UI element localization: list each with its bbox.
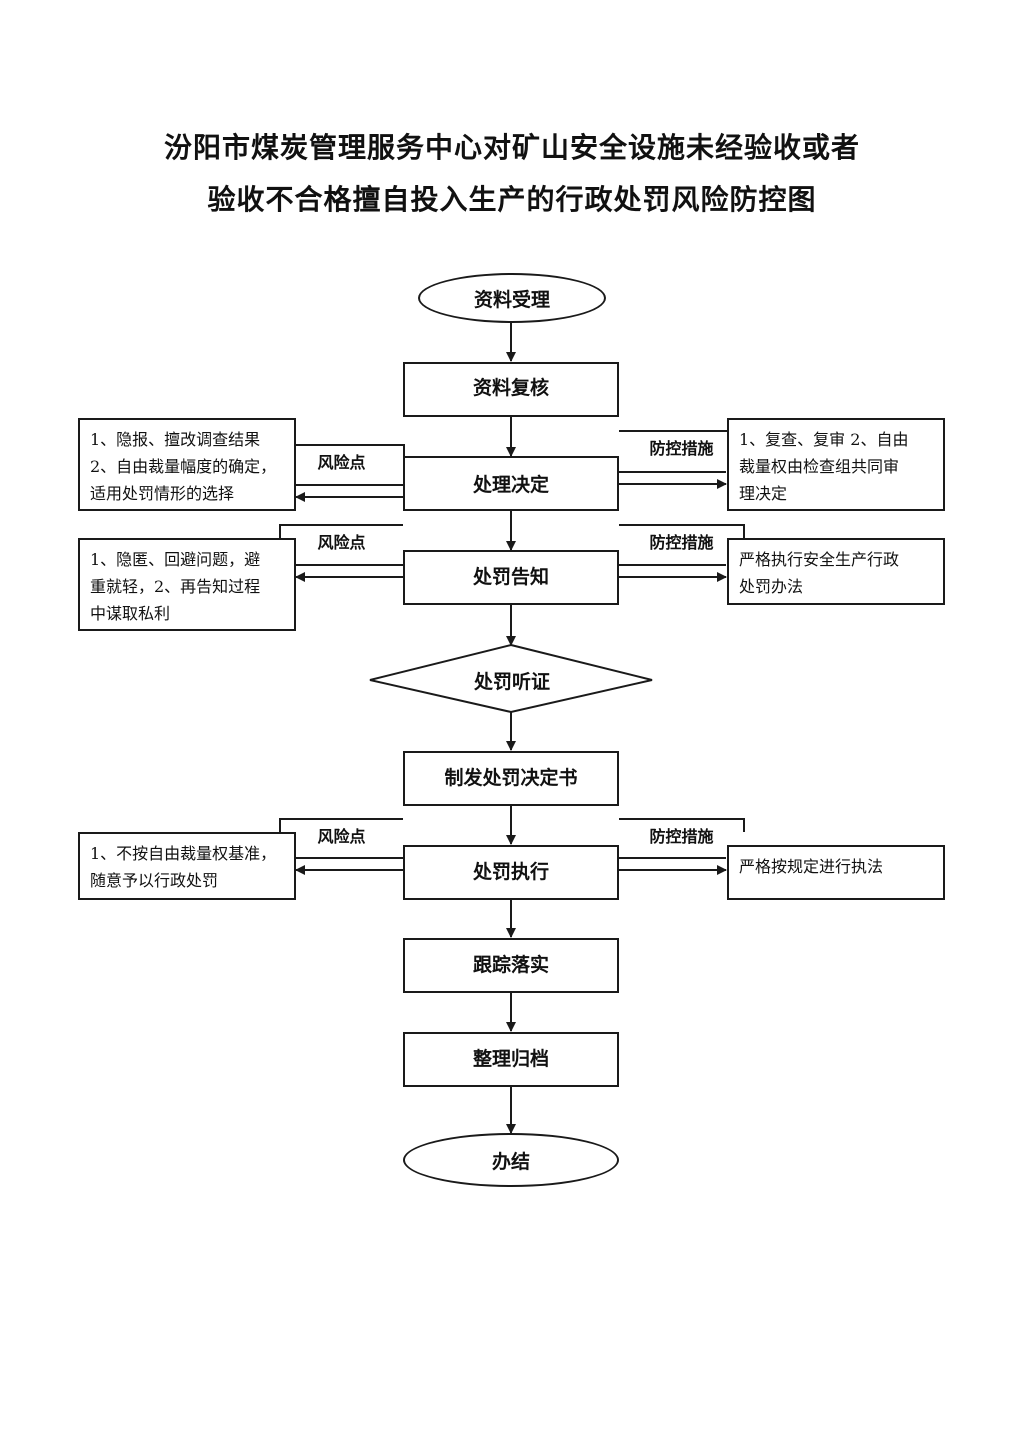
step-execute-label: 处罚执行 xyxy=(472,861,549,883)
control-execute-line-1: 严格按规定进行执法 xyxy=(739,857,884,876)
risk-decision-line-1: 1、隐报、擅改调查结果 xyxy=(90,430,261,449)
risk-notice-line-3: 中谋取私利 xyxy=(90,604,171,623)
control-notice-line-2: 处罚办法 xyxy=(739,577,804,596)
step-notice-label: 处罚告知 xyxy=(472,566,549,588)
control-tag-notice: 防控措施 xyxy=(619,524,744,554)
step-review: 资料复核 xyxy=(403,362,619,417)
step-issue-label: 制发处罚决定书 xyxy=(444,767,578,789)
risk-notice-line-2: 重就轻，2、再告知过程 xyxy=(90,577,261,596)
step-issue: 制发处罚决定书 xyxy=(403,751,619,806)
end-label: 办结 xyxy=(491,1150,530,1173)
control-notice-line-1: 严格执行安全生产行政 xyxy=(739,550,900,569)
step-track-label: 跟踪落实 xyxy=(472,954,549,976)
risk-tag-execute: 风险点 xyxy=(280,818,403,848)
end-node: 办结 xyxy=(403,1133,619,1187)
control-box-notice: 严格执行安全生产行政 处罚办法 xyxy=(727,538,945,605)
step-archive-label: 整理归档 xyxy=(472,1048,549,1070)
control-box-execute: 严格按规定进行执法 xyxy=(727,845,945,900)
risk-execute-line-1: 1、不按自由裁量权基准， xyxy=(90,844,277,863)
start-label: 资料受理 xyxy=(473,288,550,311)
step-execute: 处罚执行 xyxy=(403,845,619,900)
control-tag-execute: 防控措施 xyxy=(619,818,744,848)
hearing-diamond xyxy=(369,643,653,714)
risk-tag-decision-edge xyxy=(403,444,405,456)
risk-decision-line-2: 2、自由裁量幅度的确定， xyxy=(90,457,277,476)
step-decision-label: 处理决定 xyxy=(472,474,549,496)
step-archive: 整理归档 xyxy=(403,1032,619,1087)
step-review-label: 资料复核 xyxy=(472,377,549,399)
risk-decision-line-3: 适用处罚情形的选择 xyxy=(90,484,235,503)
page-title-line-2: 验收不合格擅自投入生产的行政处罚风险防控图 xyxy=(207,183,817,216)
step-hearing-label: 处罚听证 xyxy=(473,671,550,693)
risk-box-decision: 1、隐报、擅改调查结果 2、自由裁量幅度的确定， 适用处罚情形的选择 xyxy=(78,418,296,511)
control-decision-line-3: 理决定 xyxy=(739,484,788,503)
risk-box-execute: 1、不按自由裁量权基准， 随意予以行政处罚 xyxy=(78,832,296,900)
control-decision-line-2: 裁量权由检查组共同审 xyxy=(739,457,900,476)
risk-tag-decision: 风险点 xyxy=(280,444,403,474)
step-notice: 处罚告知 xyxy=(403,550,619,605)
control-decision-line-1: 1、复查、复审 2、自由 xyxy=(739,430,909,449)
control-box-decision: 1、复查、复审 2、自由 裁量权由检查组共同审 理决定 xyxy=(727,418,945,511)
risk-execute-line-2: 随意予以行政处罚 xyxy=(90,871,219,890)
step-track: 跟踪落实 xyxy=(403,938,619,993)
page-title-line-1: 汾阳市煤炭管理服务中心对矿山安全设施未经验收或者 xyxy=(163,131,860,164)
start-node: 资料受理 xyxy=(418,273,606,323)
step-decision: 处理决定 xyxy=(403,456,619,511)
risk-tag-notice: 风险点 xyxy=(280,524,403,554)
risk-box-notice: 1、隐匿、回避问题，避 重就轻，2、再告知过程 中谋取私利 xyxy=(78,538,296,631)
risk-notice-line-1: 1、隐匿、回避问题，避 xyxy=(90,550,261,569)
control-tag-decision: 防控措施 xyxy=(619,430,744,460)
